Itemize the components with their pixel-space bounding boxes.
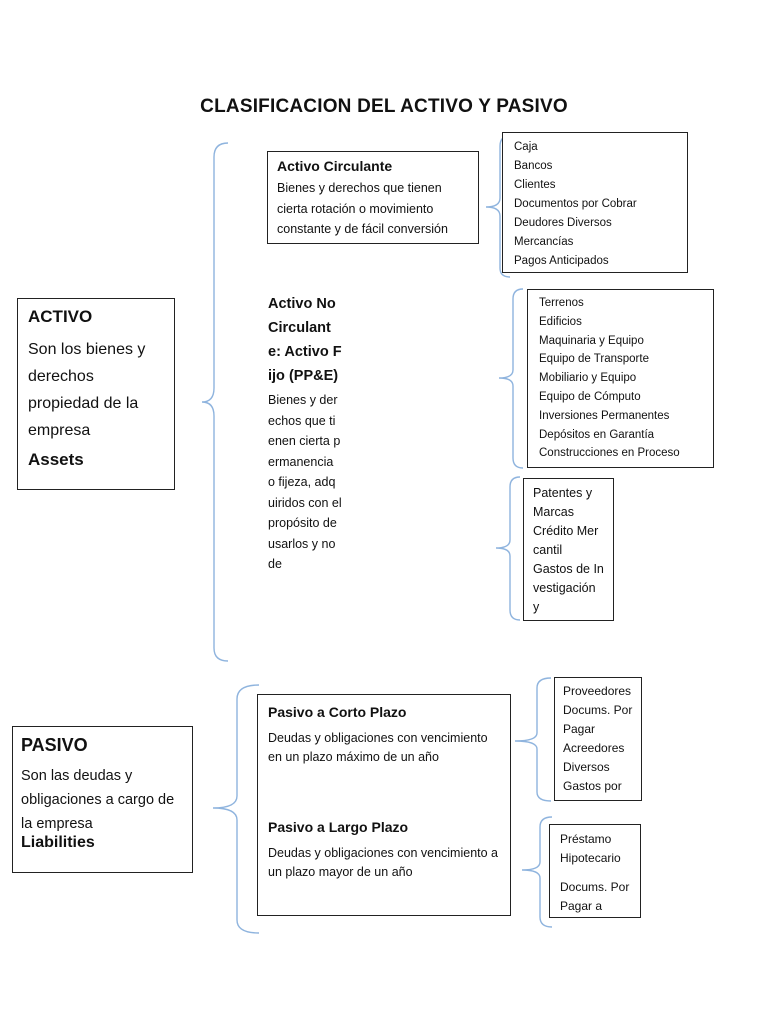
pasivo-box: PASIVO Son las deudas y obligaciones a c…	[12, 726, 193, 873]
list-item: Préstamo Hipotecario	[560, 832, 621, 865]
list-item: Pagos Anticipados	[514, 255, 609, 267]
fijo-items-box: Terrenos Edificios Maquinaria y Equipo E…	[527, 289, 714, 468]
list-item: Equipo de Cómputo	[539, 390, 641, 403]
activo-no-circulante-title: Activo No Circulante: Activo Fijo (PP&E)	[268, 296, 342, 384]
list-item: Acreedores Diversos	[563, 741, 625, 774]
largo-items-list: Préstamo Hipotecario Docums. Por Pagar a	[560, 830, 630, 916]
pasivo-corto-title: Pasivo a Corto Plazo	[268, 704, 407, 720]
list-item: Docums. Por Pagar a	[560, 880, 630, 913]
fijo-items-list: Terrenos Edificios Maquinaria y Equipo E…	[539, 294, 702, 463]
list-item: Crédito Mercantil	[533, 524, 599, 557]
list-item: Documentos por Cobrar	[514, 198, 637, 210]
list-item: Caja	[514, 141, 538, 153]
list-item: Edificios	[539, 315, 582, 328]
circulante-items-list: Caja Bancos Clientes Documentos por Cobr…	[514, 138, 676, 271]
list-item: Docums. Por Pagar	[563, 703, 633, 736]
list-item: Bancos	[514, 160, 553, 172]
activo-heading: ACTIVO	[28, 307, 93, 326]
activo-circulante-title: Activo Circulante	[277, 158, 393, 174]
intangible-brace	[495, 476, 521, 621]
pasivo-brace	[212, 684, 260, 934]
pasivo-english-label: Liabilities	[21, 834, 95, 851]
pasivo-heading: PASIVO	[21, 735, 88, 755]
activo-english-label: Assets	[28, 450, 84, 469]
list-item: Patentes y Marcas	[533, 486, 593, 519]
list-item: Terrenos	[539, 297, 584, 309]
list-item: Deudores Diversos	[514, 217, 612, 229]
list-item: Mercancías	[514, 236, 574, 248]
list-item: Mobiliario y Equipo	[539, 372, 637, 385]
activo-brace	[201, 142, 229, 662]
activo-box: ACTIVO Son los bienes y derechos propied…	[17, 298, 175, 490]
pasivo-largo-description: Deudas y obligaciones con vencimiento a …	[268, 846, 498, 879]
largo-brace	[521, 816, 553, 928]
activo-description: Son los bienes y derechos propiedad de l…	[28, 341, 146, 439]
list-item: Clientes	[514, 179, 556, 191]
corto-items-list: Proveedores Docums. Por Pagar Acreedores…	[563, 682, 633, 796]
list-item: Construcciones en Proceso	[539, 447, 680, 460]
largo-items-box: Préstamo Hipotecario Docums. Por Pagar a	[549, 824, 641, 918]
activo-circulante-description: Bienes y derechos que tienen cierta rota…	[277, 181, 448, 236]
list-item: Maquinaria y Equipo	[539, 334, 644, 347]
intangible-items-box: Patentes y Marcas Crédito Mercantil Gast…	[523, 478, 614, 621]
list-item: Gastos por	[563, 779, 622, 793]
list-item: Equipo de Transporte	[539, 353, 649, 366]
activo-circulante-box: Activo Circulante Bienes y derechos que …	[267, 151, 479, 244]
intangible-items-list: Patentes y Marcas Crédito Mercantil Gast…	[533, 484, 604, 617]
list-item: Inversiones Permanentes	[539, 409, 670, 422]
list-item: Gastos de Investigación y	[533, 562, 604, 614]
page-title: CLASIFICACION DEL ACTIVO Y PASIVO	[200, 96, 568, 117]
activo-no-circulante-description: Bienes y derechos que tienen cierta perm…	[268, 393, 342, 571]
pasivo-largo-block: Pasivo a Largo Plazo Deudas y obligacion…	[268, 819, 500, 882]
circulante-items-box: Caja Bancos Clientes Documentos por Cobr…	[502, 132, 688, 273]
pasivo-description: Son las deudas y obligaciones a cargo de…	[21, 768, 175, 832]
corto-brace	[514, 677, 552, 802]
list-item: Proveedores	[563, 684, 632, 698]
activo-no-circulante-block: Activo No Circulante: Activo Fijo (PP&E)…	[268, 292, 342, 650]
pasivo-corto-description: Deudas y obligaciones con vencimiento en…	[268, 731, 488, 764]
pasivo-largo-title: Pasivo a Largo Plazo	[268, 819, 409, 835]
fijo-brace	[498, 288, 524, 469]
pasivo-subtypes-box: Pasivo a Corto Plazo Deudas y obligacion…	[257, 694, 511, 916]
circulante-brace	[485, 135, 511, 278]
corto-items-box: Proveedores Docums. Por Pagar Acreedores…	[554, 677, 642, 801]
list-item: Depósitos en Garantía	[539, 428, 655, 441]
